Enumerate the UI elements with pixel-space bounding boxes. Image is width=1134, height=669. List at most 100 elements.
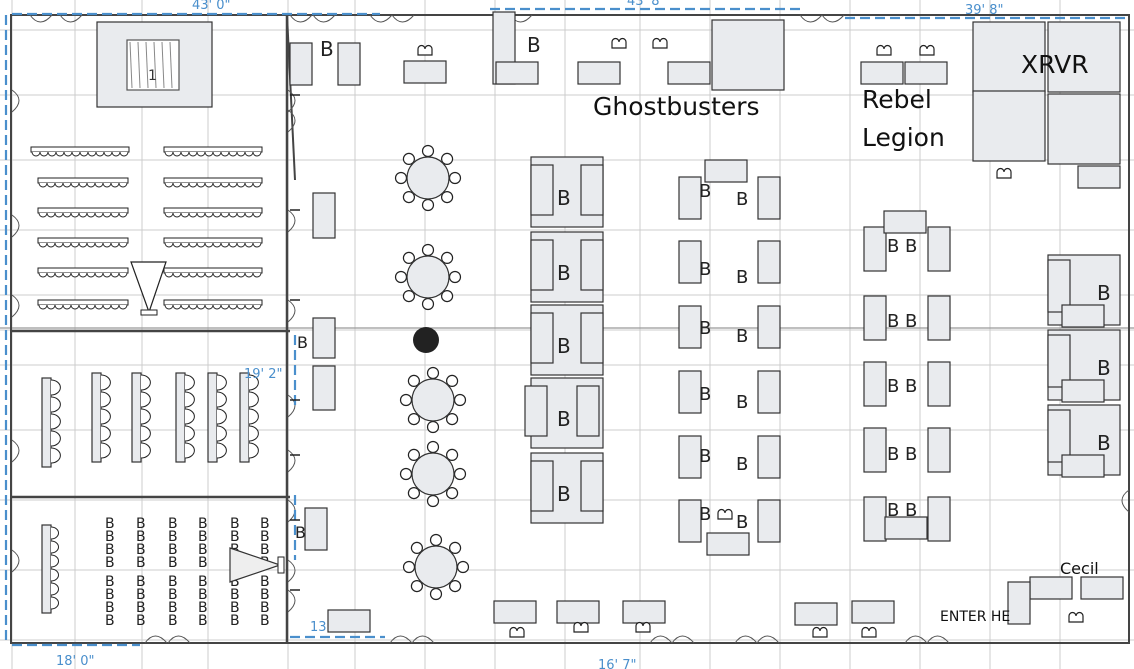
seat [63, 151, 73, 157]
chair [453, 467, 467, 481]
table [667, 61, 711, 85]
seat [38, 212, 48, 218]
booth-letter: B [1097, 281, 1111, 305]
seat [248, 391, 259, 408]
seat [70, 212, 80, 218]
curtain-fold [145, 41, 149, 89]
door [287, 589, 296, 613]
seat [172, 212, 182, 218]
door [59, 14, 83, 23]
seat [180, 304, 190, 310]
seat [118, 272, 128, 278]
booth-letter: B [736, 512, 748, 533]
seat [118, 304, 128, 310]
outer-wall [10, 14, 1130, 644]
curtain-fold [137, 41, 141, 89]
booth-letter: B [527, 33, 541, 57]
seat [102, 242, 112, 248]
booth-letter: B [230, 600, 240, 616]
booth-letter: B [260, 587, 270, 603]
seat [244, 242, 254, 248]
booth: B [530, 231, 604, 303]
seat [164, 182, 174, 188]
seat-row [163, 299, 263, 310]
seat [71, 151, 81, 157]
table-top [411, 452, 455, 496]
booth-letter: B [260, 613, 270, 629]
seat [140, 374, 151, 391]
seat [102, 212, 112, 218]
walls [10, 14, 1130, 644]
seat [184, 442, 195, 459]
seat [110, 242, 120, 248]
seat [70, 304, 80, 310]
table [556, 600, 600, 624]
booth-block [1047, 93, 1121, 165]
seat [54, 242, 64, 248]
seat [212, 182, 222, 188]
classroom-table [239, 372, 259, 463]
table [757, 240, 781, 284]
label-xrvr: XRVR [1021, 50, 1089, 79]
table-top [411, 378, 455, 422]
round-tables [394, 144, 470, 601]
booth-letter: B [136, 542, 146, 558]
round-table [394, 243, 462, 311]
chair [402, 289, 416, 303]
door [926, 635, 950, 644]
seat [236, 182, 246, 188]
label-enter: ENTER HE [940, 609, 1010, 625]
chair-pair [876, 44, 892, 56]
chair [407, 448, 421, 462]
seat [184, 374, 195, 391]
chair [445, 412, 459, 426]
chair [421, 243, 435, 257]
chair [402, 190, 416, 204]
round-table [394, 144, 462, 212]
door [312, 14, 336, 23]
seat [172, 151, 182, 157]
chair [453, 393, 467, 407]
pillar [413, 327, 439, 353]
seat [244, 182, 254, 188]
seat [102, 304, 112, 310]
booth-letter: B [168, 600, 178, 616]
seat [111, 151, 121, 157]
table [863, 496, 887, 542]
booth-letter: B [736, 392, 748, 413]
seat [164, 242, 174, 248]
seat [110, 212, 120, 218]
booth-letter: B [136, 600, 146, 616]
chair [445, 374, 459, 388]
booth: B [524, 377, 604, 449]
door [287, 89, 296, 113]
chair-pair [812, 626, 828, 638]
seat [62, 212, 72, 218]
booth-letter: B [136, 613, 146, 629]
table [1061, 379, 1105, 403]
curtain-fold [161, 41, 165, 89]
door [391, 14, 415, 23]
chair [407, 374, 421, 388]
seat [118, 182, 128, 188]
seat [100, 425, 111, 442]
chair [426, 366, 440, 380]
seat [244, 212, 254, 218]
seat-row [37, 207, 129, 218]
chair [407, 486, 421, 500]
seat [252, 272, 262, 278]
table [1061, 304, 1105, 328]
booth-letter: B [887, 376, 899, 397]
seat [216, 408, 227, 425]
booth-letter: B [699, 504, 711, 525]
booth-letter: B [105, 542, 115, 558]
chair [399, 467, 413, 481]
seat [118, 242, 128, 248]
seat [252, 151, 262, 157]
chair [429, 587, 443, 601]
seat [140, 391, 151, 408]
door [821, 14, 845, 23]
seat [252, 304, 262, 310]
booth: B [530, 452, 604, 524]
